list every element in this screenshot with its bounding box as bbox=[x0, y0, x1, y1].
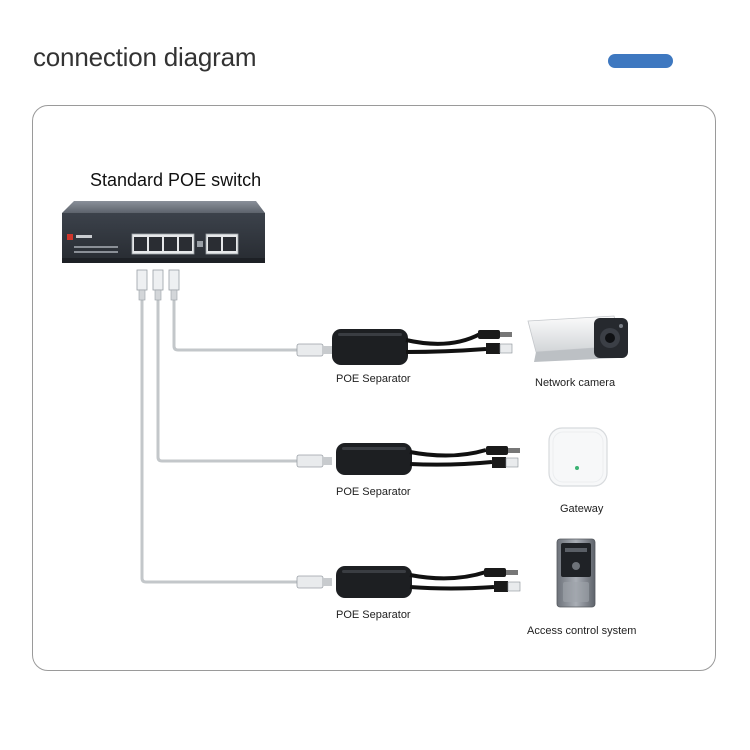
page-title: connection diagram bbox=[33, 42, 257, 72]
poe-separator-2 bbox=[336, 443, 520, 475]
separator-label: POE Separator bbox=[336, 373, 411, 385]
device-label-camera: Network camera bbox=[535, 377, 616, 389]
rj45-plug-sep-3 bbox=[296, 575, 324, 589]
switch-title: Standard POE switch bbox=[90, 170, 262, 190]
rj45-plugs-switch bbox=[136, 269, 180, 301]
wireless-gateway-icon bbox=[548, 427, 608, 487]
device-label-access-control: Access control system bbox=[527, 625, 637, 637]
poe-separator-3 bbox=[336, 566, 521, 598]
diagram-frame bbox=[32, 105, 716, 671]
poe-switch bbox=[62, 201, 265, 263]
cable-to-separator-2 bbox=[156, 300, 300, 463]
uplink-port-group bbox=[205, 233, 239, 255]
network-camera-icon bbox=[527, 315, 628, 362]
rj45-plug-3 bbox=[168, 269, 180, 301]
accent-pill bbox=[608, 54, 673, 68]
rj45-plugs-separators bbox=[296, 343, 332, 589]
network-cables bbox=[140, 300, 300, 584]
cable-to-separator-3 bbox=[140, 300, 300, 584]
poe-port-group bbox=[131, 233, 195, 255]
rj45-plug-2 bbox=[152, 269, 164, 301]
rj45-plug-sep-1 bbox=[296, 343, 324, 357]
separator-label: POE Separator bbox=[336, 609, 411, 621]
device-label-gateway: Gateway bbox=[560, 503, 604, 515]
cable-to-separator-1 bbox=[172, 300, 300, 352]
rj45-plug-1 bbox=[136, 269, 148, 301]
access-control-panel-icon bbox=[556, 538, 596, 608]
separator-label: POE Separator bbox=[336, 486, 411, 498]
rj45-plug-sep-2 bbox=[296, 454, 324, 468]
poe-separator-1 bbox=[332, 329, 513, 365]
